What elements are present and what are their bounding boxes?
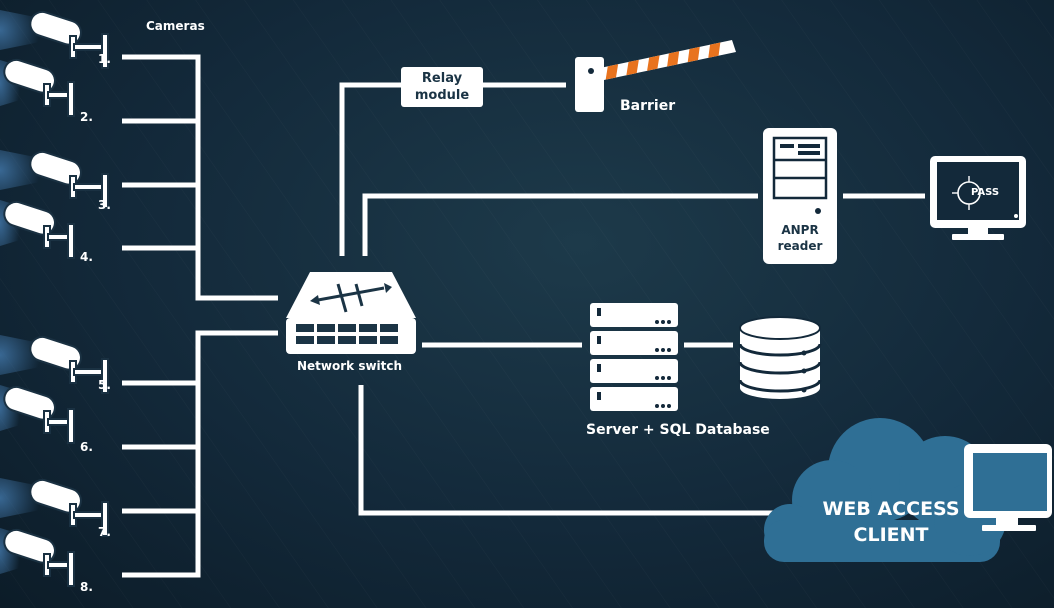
relay-label-line2: module — [414, 88, 470, 103]
camera-icon — [29, 10, 109, 69]
camera-icon — [29, 335, 109, 394]
camera-number-5: 5. — [98, 378, 111, 392]
client-monitor-icon — [964, 444, 1052, 531]
anpr-label-line1: ANPR — [781, 223, 819, 237]
database-icon — [738, 316, 822, 399]
camera-number-4: 4. — [80, 250, 93, 264]
camera-icon — [29, 478, 109, 537]
network-switch-label: Network switch — [297, 359, 403, 373]
camera-icon — [3, 385, 75, 444]
server-icon — [590, 303, 678, 411]
monitor-icon — [930, 156, 1026, 240]
camera-number-3: 3. — [98, 198, 111, 212]
camera-icon — [3, 528, 75, 587]
cameras-title: Cameras — [146, 19, 205, 33]
camera-group — [3, 10, 109, 587]
web-client-line1: WEB ACCESS — [822, 498, 960, 520]
server-label: Server + SQL Database — [586, 422, 770, 438]
camera-icon — [3, 58, 75, 117]
camera-number-8: 8. — [80, 580, 93, 594]
anpr-label-line2: reader — [777, 239, 823, 253]
camera-number-1: 1. — [98, 52, 111, 66]
anpr-label: ANPR reader — [763, 222, 837, 254]
relay-module-box: Relay module — [401, 67, 483, 107]
anpr-reader-icon — [763, 128, 837, 264]
relay-label-line1: Relay — [421, 71, 463, 86]
connection-lines — [122, 54, 925, 578]
camera-number-2: 2. — [80, 110, 93, 124]
web-client-line2: CLIENT — [853, 524, 929, 546]
camera-number-7: 7. — [98, 525, 111, 539]
camera-icon — [3, 200, 75, 259]
camera-icon — [29, 150, 109, 209]
network-switch-icon — [286, 272, 416, 354]
barrier-label: Barrier — [620, 98, 676, 114]
camera-number-6: 6. — [80, 440, 93, 454]
web-access-client-label: WEB ACCESS CLIENT — [818, 496, 964, 548]
pass-screen-text: PASS — [971, 187, 1000, 198]
